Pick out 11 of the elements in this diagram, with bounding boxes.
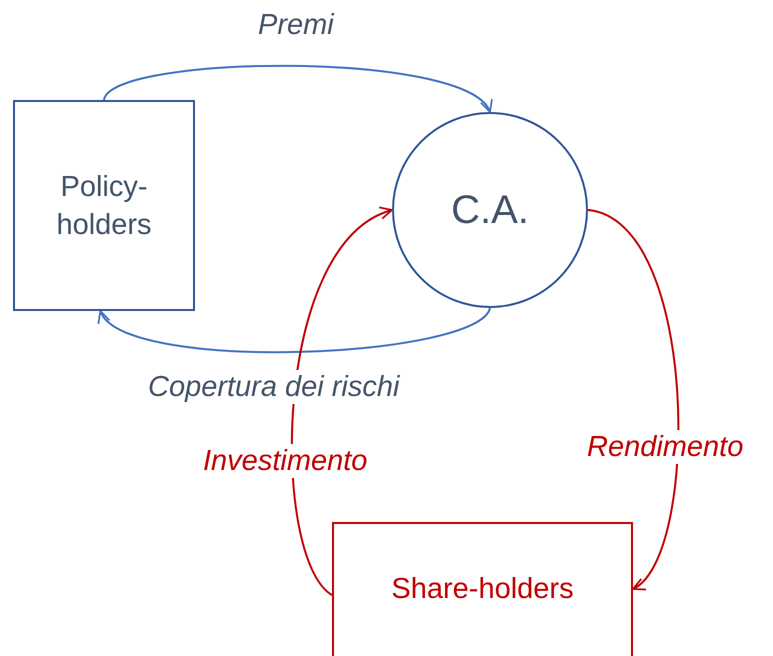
edge-label: Investimento — [203, 444, 368, 478]
edge-label: Rendimento — [587, 430, 744, 464]
arrow — [99, 307, 491, 353]
node-label: Share-holders — [391, 572, 574, 608]
node-label: Policy-holders — [55, 170, 153, 242]
process-box — [13, 100, 195, 311]
arrow — [588, 209, 680, 590]
arrow — [103, 64, 491, 113]
edge-label: Copertura dei rischi — [148, 370, 400, 404]
node-label: C.A. — [451, 187, 529, 234]
process-box — [332, 522, 633, 656]
